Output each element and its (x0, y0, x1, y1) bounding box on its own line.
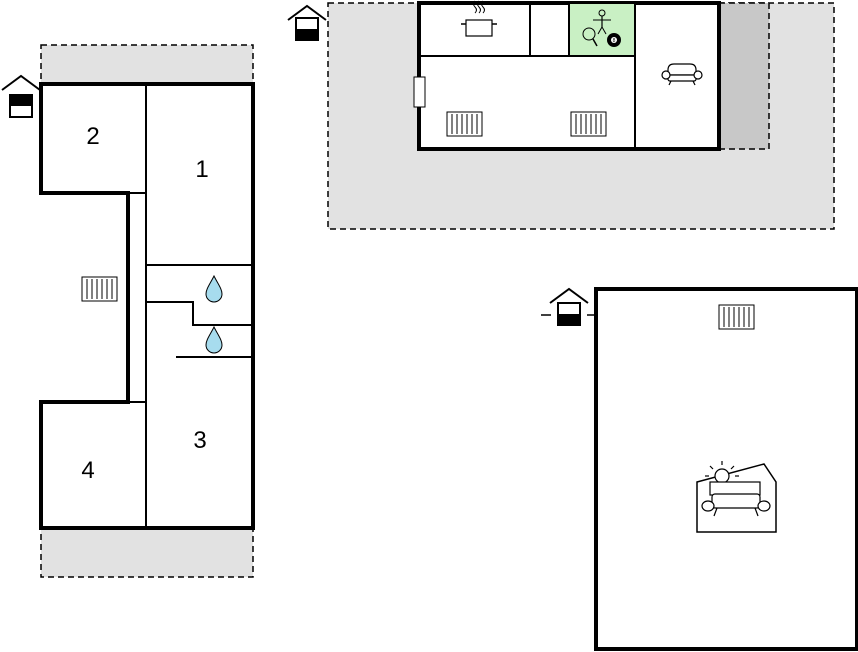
terrace-north (40, 44, 254, 86)
room-number-4: 4 (81, 457, 94, 484)
left-building: 1 2 3 4 (1, 44, 255, 578)
bottom-building (541, 287, 858, 651)
games-room (569, 4, 635, 56)
cooking-pot-icon (461, 0, 497, 37)
water-drop-icon (205, 325, 223, 354)
covered-area (718, 2, 770, 150)
radiator-icon (81, 276, 118, 302)
interior-walls (41, 84, 253, 528)
house-entrance-icon (1, 74, 41, 118)
radiator-icon (446, 111, 483, 137)
table-football-pingpong-billiard-icon: 8 (582, 9, 621, 47)
sofa-icon (661, 63, 703, 86)
terrace-south (40, 527, 254, 578)
house-entrance-icon (287, 4, 327, 41)
room-number-2: 2 (86, 123, 99, 150)
house-entrance-icon (541, 287, 596, 326)
sun-sofa-conservatory-icon (696, 461, 777, 533)
radiator-icon (718, 304, 755, 330)
room-number-1: 1 (195, 156, 208, 183)
water-drop-icon (205, 274, 223, 303)
window (413, 76, 426, 108)
svg-text:8: 8 (613, 38, 616, 44)
top-building: 8 (287, 0, 835, 230)
bottom-building-walls (594, 287, 858, 651)
radiator-icon (570, 111, 607, 137)
interior-walls (419, 3, 636, 149)
room-number-3: 3 (193, 427, 206, 454)
